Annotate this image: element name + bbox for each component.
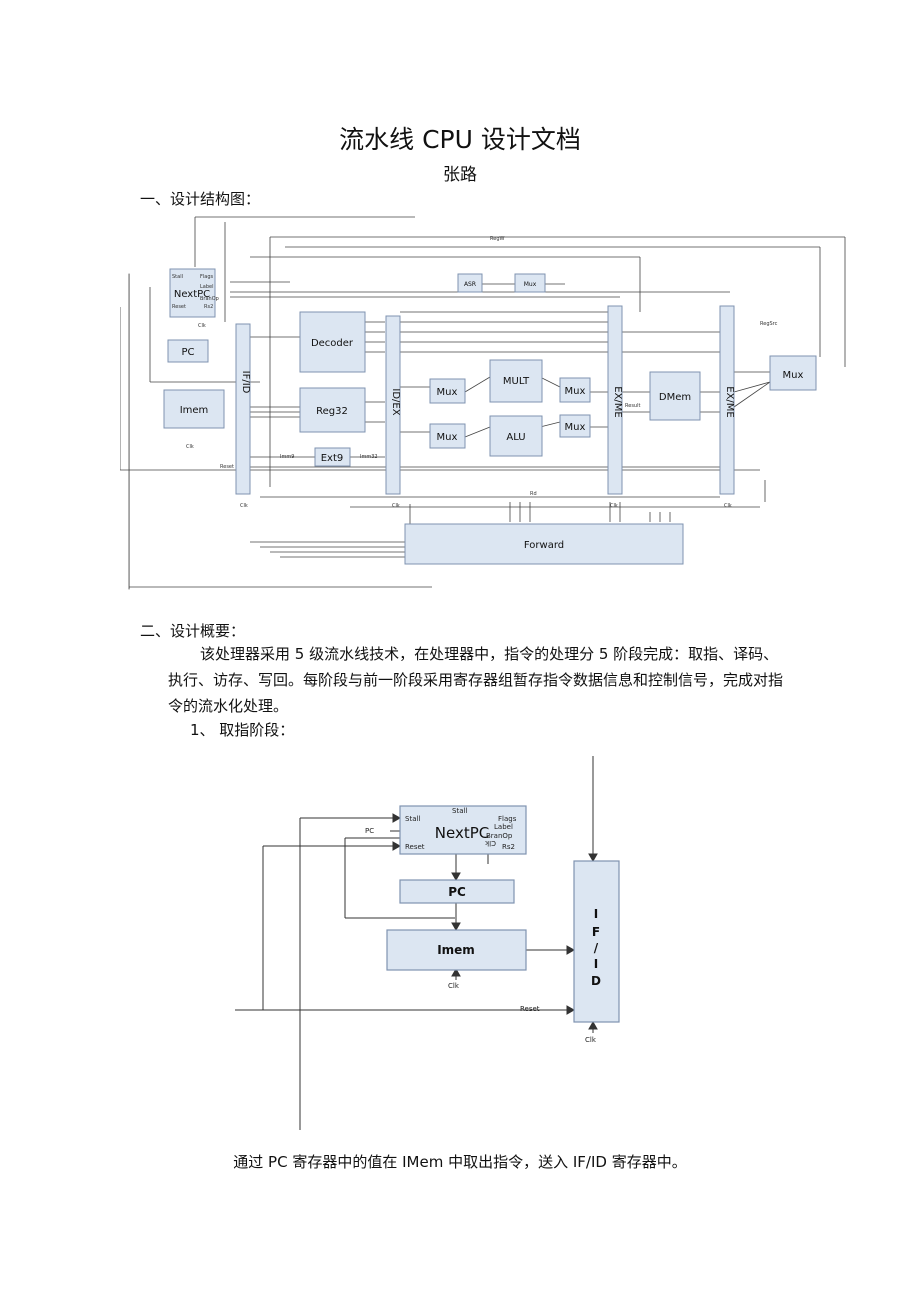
section-heading-overview: 二、设计概要： — [140, 622, 246, 640]
nextpc-block: NextPC — [435, 824, 489, 842]
output-mux-block: Mux — [783, 370, 804, 381]
me-wb-register: EX/ME — [724, 386, 735, 417]
mux-b-block: Mux — [437, 432, 458, 443]
fetch-stage-caption: 通过 PC 寄存器中的值在 IMem 中取出指令，送入 IF/ID 寄存器中。 — [233, 1153, 687, 1171]
if-id-char-1: I — [594, 907, 598, 921]
label-regsrc: RegSrc — [760, 321, 778, 327]
subsection-fetch-heading: 1、 取指阶段： — [190, 721, 295, 739]
imem-block: Imem — [180, 405, 209, 416]
fetch-stage-diagram: NextPC PC Imem I F / I D Stall Stall Fla… — [235, 756, 620, 1130]
nextpc-clk-label: Clk — [484, 839, 496, 847]
label-clk-exme: Clk — [610, 503, 618, 509]
section-heading-structure: 一、设计结构图： — [140, 190, 261, 208]
pc-block: PC — [181, 347, 194, 358]
pc-block: PC — [448, 885, 466, 899]
label-clk-imem: Clk — [186, 444, 194, 450]
label-label: Label — [200, 284, 214, 290]
overview-text: 该处理器采用 5 级流水线技术，在处理器中，指令的处理分 5 阶段完成：取指、译… — [168, 645, 784, 715]
nextpc-stall-top: Stall — [452, 807, 467, 815]
label-reset-line: Reset — [220, 464, 234, 470]
alu-block: ALU — [506, 432, 525, 443]
nextpc-label-port: Label — [494, 823, 513, 831]
reset-line-label: Reset — [520, 1005, 540, 1013]
forward-block: Forward — [524, 540, 564, 551]
decoder-block: Decoder — [311, 338, 354, 349]
if-id-char-2: F — [592, 925, 600, 939]
page-title: 流水线 CPU 设计文档 — [339, 125, 581, 154]
dmem-block: DMem — [659, 392, 691, 403]
ifid-clk-label: Clk — [585, 1036, 597, 1044]
ext9-block: Ext9 — [321, 453, 344, 464]
mux-c-block: Mux — [565, 386, 586, 397]
pipeline-structure-diagram: NextPC PC Imem Decoder Reg32 Ext9 Mux Mu… — [120, 216, 846, 590]
label-stall: Stall — [172, 274, 183, 280]
top-mux-block: Mux — [524, 281, 537, 288]
nextpc-reset-port: Reset — [405, 843, 425, 851]
mux-d-block: Mux — [565, 422, 586, 433]
mult-block: MULT — [503, 376, 530, 387]
label-imm32: Imm32 — [360, 454, 378, 460]
nextpc-branop-port: BranOp — [486, 832, 513, 840]
reg32-block: Reg32 — [316, 406, 348, 417]
label-clk-ifid: Clk — [240, 503, 248, 509]
if-id-char-3: / — [594, 941, 599, 955]
pc-input-label: PC — [365, 827, 374, 835]
nextpc-rs2-port: Rs2 — [502, 843, 515, 851]
if-id-register: IF/ID — [240, 371, 251, 394]
if-id-char-4: I — [594, 957, 598, 971]
ex-me-register: EX/ME — [612, 386, 623, 417]
label-rs2: Rs2 — [204, 304, 213, 310]
label-imm9: Imm9 — [280, 454, 294, 460]
label-regw: RegW — [490, 236, 504, 242]
id-ex-register: ID/EX — [390, 388, 401, 415]
nextpc-block: NextPC — [174, 289, 210, 300]
label-clk-mewb: Clk — [724, 503, 732, 509]
label-flags: Flags — [200, 274, 214, 280]
if-id-char-5: D — [591, 974, 601, 988]
label-branop: BranOp — [200, 296, 219, 302]
asr-block: ASR — [464, 281, 476, 288]
nextpc-flags-port: Flags — [498, 815, 517, 823]
label-rd: Rd — [530, 491, 537, 497]
nextpc-stall-port: Stall — [405, 815, 420, 823]
imem-block: Imem — [437, 943, 475, 957]
imem-clk-label: Clk — [448, 982, 460, 990]
label-clk-idex: Clk — [392, 503, 400, 509]
mux-a-block: Mux — [437, 387, 458, 398]
overview-paragraph: 该处理器采用 5 级流水线技术，在处理器中，指令的处理分 5 阶段完成：取指、译… — [168, 641, 788, 719]
label-reset: Reset — [172, 304, 186, 310]
author-name: 张路 — [443, 165, 477, 185]
label-result: Result — [625, 403, 640, 409]
label-clk: Clk — [198, 323, 206, 329]
